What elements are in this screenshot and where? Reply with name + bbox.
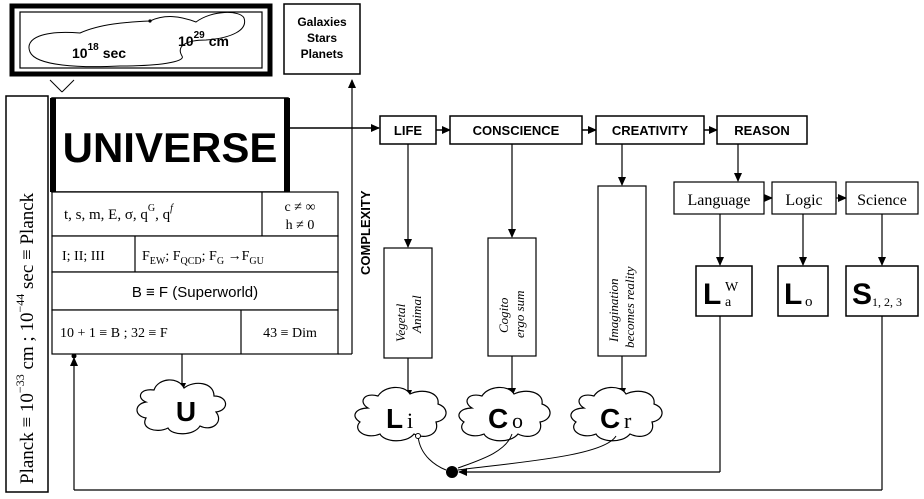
galaxies-box: Galaxies Stars Planets: [283, 3, 361, 75]
complexity-connector: COMPLEXITY: [338, 79, 373, 355]
galaxies-line1: Galaxies: [297, 15, 347, 29]
universe-vars-f: f: [170, 203, 174, 214]
cloud-u-label: U: [176, 396, 196, 427]
scale-time-exp: 18: [88, 42, 100, 53]
galaxies-line3: Planets: [301, 47, 344, 61]
scale-length-value: 10: [178, 33, 194, 49]
symbol-lo-sub: o: [805, 294, 813, 310]
cloud-co-main: C: [488, 403, 508, 434]
universe-block: UNIVERSE t, s, m, E, σ, qG, qf c ≠ ∞ h ≠…: [50, 97, 339, 355]
cloud-li-sub: i: [407, 408, 413, 433]
cloud-cr-sub: r: [624, 408, 632, 433]
chain-life: LIFE: [394, 123, 422, 138]
universe-roman: I; II; III: [62, 249, 105, 264]
planck-part2: cm ; 10: [17, 313, 38, 375]
cloud-cr-main: C: [600, 403, 620, 434]
universe-h: h ≠ 0: [286, 218, 315, 233]
universe-fgu-sub: GU: [249, 256, 264, 267]
symbol-la-sup: W: [725, 280, 739, 295]
universe-few-sub: EW: [150, 256, 166, 267]
cloud-li-main: L: [386, 403, 403, 434]
life-branch: Vegetal Animal: [383, 144, 433, 399]
scale-length-exp: 29: [194, 30, 206, 41]
universe-fqcd-sub: QCD: [181, 256, 202, 267]
branch-logic: Logic: [785, 192, 822, 209]
life-desc2: Animal: [409, 295, 424, 334]
universe-vars-g: G: [148, 203, 155, 214]
universe-title: UNIVERSE: [63, 124, 278, 171]
cloud-cr: [570, 386, 663, 442]
branch-language: Language: [687, 192, 750, 209]
chain-conscience: CONSCIENCE: [473, 123, 560, 138]
planck-exp1: −33: [13, 374, 27, 393]
symbol-lo-main: L: [784, 278, 802, 311]
planck-exp2: −44: [13, 294, 27, 313]
planck-part1: Planck ≡ 10: [17, 393, 38, 484]
junction-node: [446, 466, 458, 478]
universe-row4b: 43 ≡ Dim: [263, 326, 317, 341]
svg-text:L: L: [703, 278, 721, 311]
cloud-li: [354, 386, 447, 442]
creativity-desc1: Imagination: [606, 278, 621, 343]
creativity-branch: Imagination becomes reality: [597, 144, 647, 397]
universe-row4a: 10 + 1 ≡ B ; 32 ≡ F: [60, 326, 168, 341]
cloud-co-sub: o: [512, 408, 523, 433]
universe-fqcd: ; F: [165, 249, 180, 264]
scale-time-unit: sec: [103, 45, 127, 61]
chain: LIFE CONSCIENCE CREATIVITY REASON: [379, 115, 808, 145]
branch-science: Science: [857, 192, 907, 209]
cloud-co: [458, 386, 551, 442]
planck-sidebar: Planck ≡ 10−33 cm ; 10−44 sec ≡ Planck: [5, 95, 49, 493]
feedback-network: [70, 316, 883, 491]
complexity-label: COMPLEXITY: [358, 190, 373, 275]
cloud-u: [136, 379, 227, 435]
symbol-s-main: S: [852, 278, 872, 311]
clouds: U L i C o C r: [136, 354, 663, 442]
chain-creativity: CREATIVITY: [612, 123, 689, 138]
conscience-desc2: ergo sum: [512, 290, 527, 338]
symbol-s-sub: 1, 2, 3: [872, 295, 902, 309]
universe-superworld: B ≡ F (Superworld): [132, 284, 258, 301]
reason-branches: Language Logic Science L W a L o S 1, 2,…: [673, 144, 919, 317]
life-desc1: Vegetal: [393, 303, 408, 342]
universe-arrow: →F: [224, 249, 250, 264]
galaxies-line2: Stars: [307, 31, 337, 45]
scale-time-value: 10: [72, 45, 88, 61]
universe-vars: t, s, m, E, σ, q: [64, 207, 148, 223]
svg-text:FEW; FQCD; FG →FGU: FEW; FQCD; FG →FGU: [142, 249, 265, 267]
universe-fg: ; F: [202, 249, 217, 264]
universe-vars-mid: , q: [155, 207, 171, 223]
universe-c: c ≠ ∞: [285, 200, 316, 215]
scale-blob: [28, 12, 246, 68]
conscience-desc1: Cogito: [496, 297, 511, 333]
svg-text:t, s, m, E, σ, qG, qf: t, s, m, E, σ, qG, qf: [64, 203, 174, 223]
symbol-la-sub: a: [725, 295, 732, 310]
planck-part3: sec ≡ Planck: [17, 192, 38, 293]
chain-reason: REASON: [734, 123, 790, 138]
symbol-la-main: L: [703, 278, 721, 311]
creativity-desc2: becomes reality: [622, 266, 637, 348]
universe-fg-sub: G: [217, 256, 224, 267]
scale-length-unit: cm: [209, 33, 229, 49]
svg-text:Planck ≡ 10−33 cm ; 10−44 sec: Planck ≡ 10−33 cm ; 10−44 sec ≡ Planck: [13, 192, 38, 484]
universe-few: F: [142, 249, 150, 264]
conscience-branch: Cogito ergo sum: [487, 144, 537, 397]
